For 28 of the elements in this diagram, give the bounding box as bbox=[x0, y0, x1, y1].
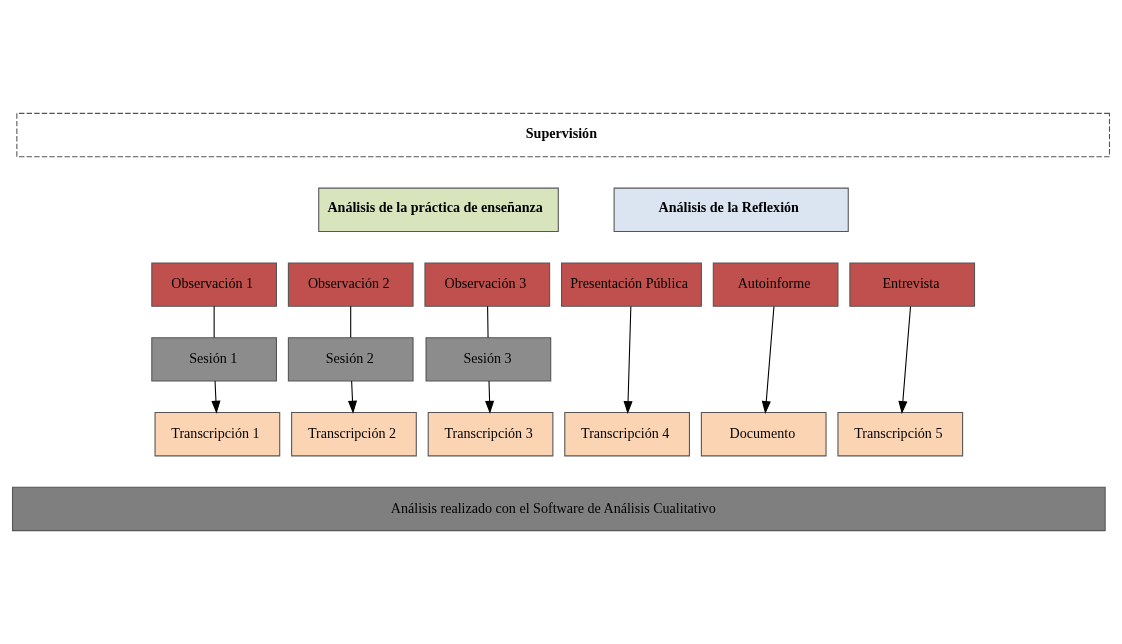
node-box: Presentación Pública bbox=[561, 262, 702, 307]
node-box: Sesión 2 bbox=[287, 337, 414, 382]
node-box: Sesión 1 bbox=[151, 337, 277, 382]
node-box: Análisis realizado con el Software de Análisis Cualitativo bbox=[11, 486, 1106, 532]
node-box: Observación 3 bbox=[424, 262, 551, 307]
node-box: Observación 1 bbox=[151, 262, 277, 307]
connector bbox=[213, 305, 215, 338]
connector bbox=[350, 305, 352, 338]
node-box: Documento bbox=[700, 411, 827, 457]
arrow bbox=[347, 380, 358, 414]
node-box: Observación 2 bbox=[287, 262, 414, 307]
node-box: Transcripción 2 bbox=[291, 411, 417, 457]
arrow bbox=[898, 305, 912, 415]
node-box: Sesión 3 bbox=[425, 337, 552, 382]
node-box: Supervisión bbox=[16, 112, 1111, 158]
arrow bbox=[211, 380, 221, 414]
node-box: Autoinforme bbox=[712, 262, 839, 307]
arrow bbox=[485, 380, 495, 414]
arrow bbox=[623, 305, 633, 415]
node-box: Transcripción 3 bbox=[427, 411, 554, 457]
node-box: Transcripción 4 bbox=[564, 411, 690, 457]
node-box: Entrevista bbox=[849, 262, 976, 307]
connector bbox=[487, 305, 489, 338]
node-box: Análisis de la práctica de enseñanza bbox=[318, 187, 559, 233]
node-box: Transcripción 1 bbox=[154, 411, 281, 457]
node-box: Análisis de la Reflexión bbox=[613, 187, 849, 233]
arrow bbox=[761, 305, 775, 415]
node-box: Transcripción 5 bbox=[837, 411, 964, 457]
